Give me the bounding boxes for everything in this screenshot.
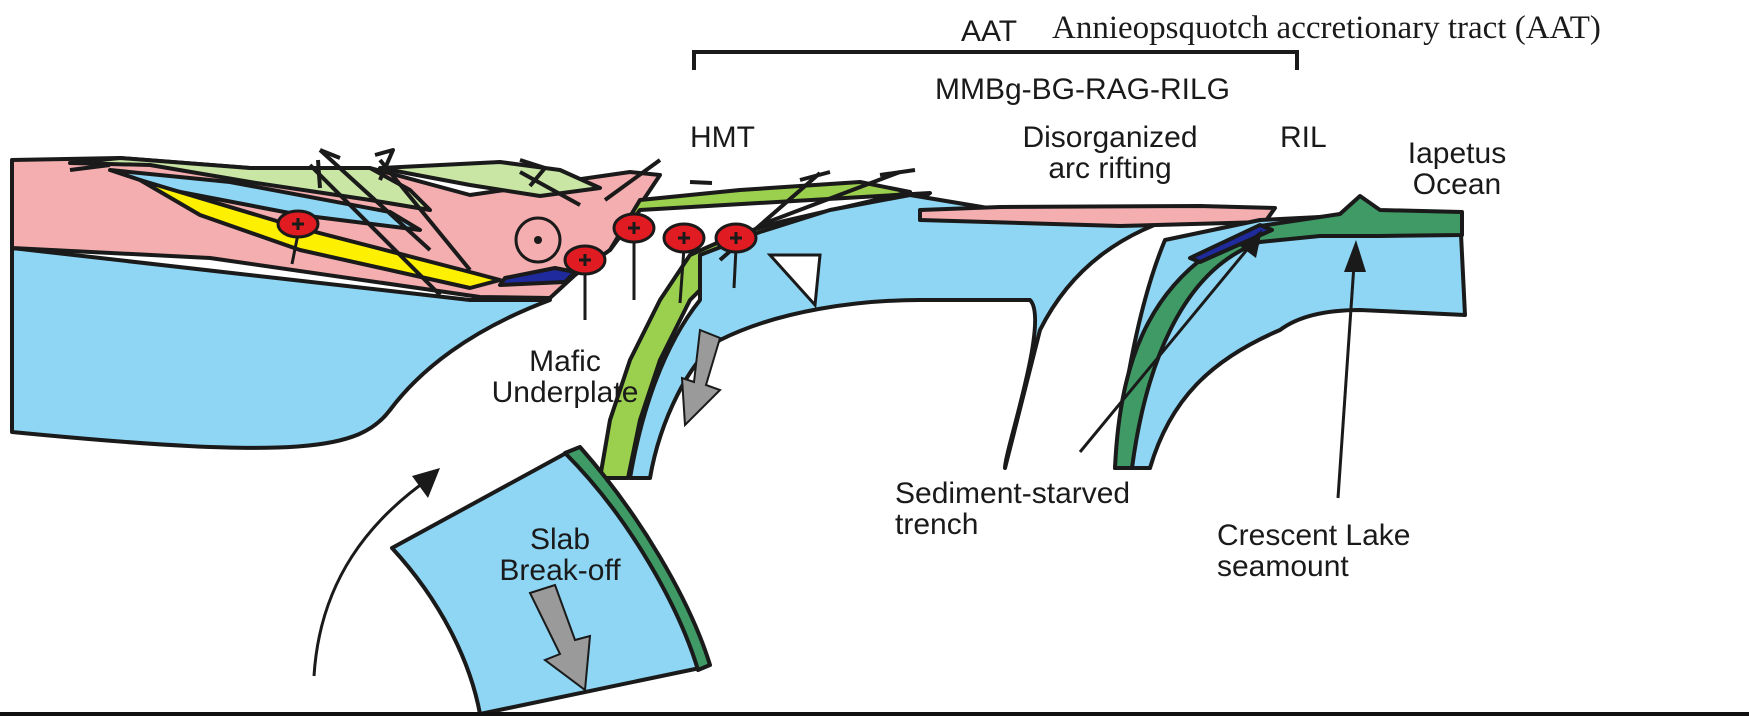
disorganized-label: Disorganized arc rifting bbox=[990, 122, 1230, 184]
mafic-line-1: Mafic bbox=[470, 346, 660, 377]
mafic-underplate-label: Mafic Underplate bbox=[470, 346, 660, 408]
pluton-icon bbox=[565, 246, 605, 320]
bracket-label: MMBg-BG-RAG-RILG bbox=[935, 74, 1230, 105]
iapetus-line-2: Ocean bbox=[1382, 169, 1532, 200]
slab-breakoff-label: Slab Break-off bbox=[470, 524, 650, 586]
bottom-border bbox=[0, 712, 1749, 716]
iapetus-label: Iapetus Ocean bbox=[1382, 138, 1532, 200]
disorganized-line-2: arc rifting bbox=[990, 153, 1230, 184]
pluton-icon bbox=[614, 214, 654, 300]
arrow-head-icon bbox=[412, 468, 440, 498]
motion-arrow-icon bbox=[314, 478, 430, 676]
crescent-line-2: seamount bbox=[1217, 551, 1410, 582]
disorganized-line-1: Disorganized bbox=[990, 122, 1230, 153]
mafic-line-2: Underplate bbox=[470, 377, 660, 408]
fault-half-arrow-icon bbox=[880, 170, 915, 175]
crescent-lake-label: Crescent Lake seamount bbox=[1217, 520, 1410, 582]
ocean-lithosphere-right bbox=[1115, 214, 1465, 468]
slab-line-2: Break-off bbox=[470, 555, 650, 586]
rifted-arc-crust bbox=[920, 206, 1275, 226]
crescent-line-1: Crescent Lake bbox=[1217, 520, 1410, 551]
sediment-line-2: trench bbox=[895, 509, 1130, 540]
iapetus-line-1: Iapetus bbox=[1382, 138, 1532, 169]
hmt-label: HMT bbox=[690, 122, 755, 153]
aat-bracket bbox=[694, 52, 1297, 70]
aat-abbrev-label: AAT bbox=[961, 16, 1017, 47]
slab-line-1: Slab bbox=[470, 524, 650, 555]
sediment-starved-label: Sediment-starved trench bbox=[895, 478, 1130, 540]
sediment-line-1: Sediment-starved bbox=[895, 478, 1130, 509]
fault-half-arrow-icon bbox=[690, 182, 712, 183]
ril-label: RIL bbox=[1280, 122, 1327, 153]
aat-full-label: Annieopsquotch accretionary tract (AAT) bbox=[1052, 10, 1601, 46]
